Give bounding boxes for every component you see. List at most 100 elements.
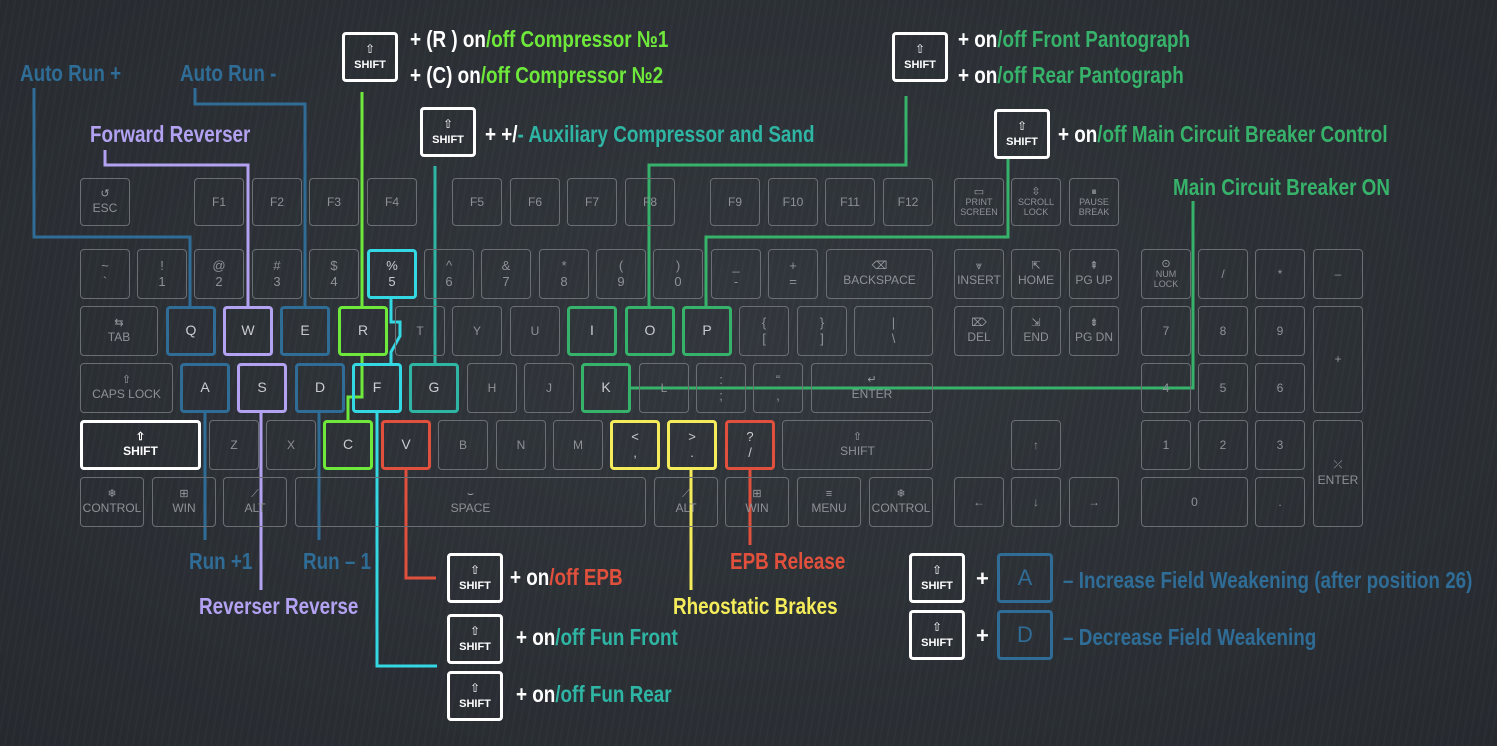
key-u[interactable]: U bbox=[510, 306, 560, 356]
key-menu[interactable]: ≡MENU bbox=[797, 477, 861, 527]
key-i[interactable]: I bbox=[567, 306, 617, 356]
key-rctrl[interactable]: ❄CONTROL bbox=[869, 477, 933, 527]
key-f7[interactable]: F7 bbox=[567, 178, 617, 226]
key-kpmul[interactable]: * bbox=[1255, 249, 1305, 299]
key-kp2[interactable]: 2 bbox=[1198, 420, 1248, 470]
key-f8[interactable]: F8 bbox=[625, 178, 675, 226]
key-kp6[interactable]: 6 bbox=[1255, 363, 1305, 413]
key-kpplus[interactable]: + bbox=[1313, 306, 1363, 413]
key-f5[interactable]: F5 bbox=[452, 178, 502, 226]
key-rbracket[interactable]: }] bbox=[797, 306, 847, 356]
key-tilde[interactable]: ~` bbox=[80, 249, 130, 299]
key-kpdot[interactable]: . bbox=[1255, 477, 1305, 527]
key-up[interactable]: ↑ bbox=[1011, 420, 1061, 470]
key-backspace[interactable]: ⌫BACKSPACE bbox=[826, 249, 933, 299]
key-pgup[interactable]: ⇞PG UP bbox=[1069, 249, 1119, 299]
key-r[interactable]: R bbox=[338, 306, 388, 356]
key-p[interactable]: P bbox=[682, 306, 732, 356]
key-f4[interactable]: F4 bbox=[367, 178, 417, 226]
key-e[interactable]: E bbox=[280, 306, 330, 356]
key-n0[interactable]: )0 bbox=[653, 249, 703, 299]
key-n2[interactable]: @2 bbox=[194, 249, 244, 299]
key-right[interactable]: → bbox=[1069, 477, 1119, 527]
key-n9[interactable]: (9 bbox=[596, 249, 646, 299]
key-y[interactable]: Y bbox=[452, 306, 502, 356]
key-left[interactable]: ← bbox=[954, 477, 1004, 527]
key-n7[interactable]: &7 bbox=[481, 249, 531, 299]
key-f1[interactable]: F1 bbox=[194, 178, 244, 226]
key-l[interactable]: L bbox=[639, 363, 689, 413]
key-home[interactable]: ⇱HOME bbox=[1011, 249, 1061, 299]
key-f[interactable]: F bbox=[352, 363, 402, 413]
key-insert[interactable]: ⩔INSERT bbox=[954, 249, 1004, 299]
key-s[interactable]: S bbox=[237, 363, 287, 413]
key-z[interactable]: Z bbox=[209, 420, 259, 470]
key-tab[interactable]: ⇆TAB bbox=[80, 306, 158, 356]
key-n6[interactable]: ^6 bbox=[424, 249, 474, 299]
key-n3[interactable]: #3 bbox=[252, 249, 302, 299]
key-esc[interactable]: ↺ESC bbox=[80, 178, 130, 226]
key-m[interactable]: M bbox=[553, 420, 603, 470]
key-kp3[interactable]: 3 bbox=[1255, 420, 1305, 470]
key-kpenter[interactable]: ⤫ENTER bbox=[1313, 420, 1363, 527]
key-enter[interactable]: ↵ENTER bbox=[811, 363, 933, 413]
key-f2[interactable]: F2 bbox=[252, 178, 302, 226]
key-pgdn[interactable]: ⇟PG DN bbox=[1069, 306, 1119, 356]
key-x[interactable]: X bbox=[266, 420, 316, 470]
key-semicolon[interactable]: :; bbox=[696, 363, 746, 413]
key-period[interactable]: >. bbox=[667, 420, 717, 470]
key-lctrl[interactable]: ❄CONTROL bbox=[80, 477, 144, 527]
key-w[interactable]: W bbox=[223, 306, 273, 356]
key-kpdiv[interactable]: / bbox=[1198, 249, 1248, 299]
key-f11[interactable]: F11 bbox=[825, 178, 875, 226]
key-h[interactable]: H bbox=[467, 363, 517, 413]
key-j[interactable]: J bbox=[524, 363, 574, 413]
key-ralt[interactable]: ⟋ALT bbox=[654, 477, 718, 527]
key-n5[interactable]: %5 bbox=[367, 249, 417, 299]
key-lwin[interactable]: ⊞WIN bbox=[152, 477, 216, 527]
key-g[interactable]: G bbox=[409, 363, 459, 413]
key-slash[interactable]: ?/ bbox=[725, 420, 775, 470]
key-space[interactable]: ⌣SPACE bbox=[295, 477, 646, 527]
key-down[interactable]: ↓ bbox=[1011, 477, 1061, 527]
key-kp9[interactable]: 9 bbox=[1255, 306, 1305, 356]
key-n[interactable]: N bbox=[496, 420, 546, 470]
key-k[interactable]: K bbox=[581, 363, 631, 413]
key-end[interactable]: ⇲END bbox=[1011, 306, 1061, 356]
key-n1[interactable]: !1 bbox=[137, 249, 187, 299]
key-capslock[interactable]: ⇧CAPS LOCK bbox=[80, 363, 173, 413]
key-minus[interactable]: _- bbox=[711, 249, 761, 299]
key-backslash[interactable]: |\ bbox=[854, 306, 933, 356]
key-lbracket[interactable]: {[ bbox=[739, 306, 789, 356]
key-kp0[interactable]: 0 bbox=[1141, 477, 1248, 527]
key-n8[interactable]: *8 bbox=[539, 249, 589, 299]
key-kp8[interactable]: 8 bbox=[1198, 306, 1248, 356]
key-n4[interactable]: $4 bbox=[309, 249, 359, 299]
key-comma[interactable]: <, bbox=[610, 420, 660, 470]
key-equals[interactable]: += bbox=[768, 249, 818, 299]
key-f6[interactable]: F6 bbox=[510, 178, 560, 226]
key-d[interactable]: D bbox=[295, 363, 345, 413]
key-v[interactable]: V bbox=[381, 420, 431, 470]
key-lshift[interactable]: ⇧SHIFT bbox=[80, 420, 201, 470]
key-o[interactable]: O bbox=[625, 306, 675, 356]
key-f10[interactable]: F10 bbox=[768, 178, 818, 226]
key-f9[interactable]: F9 bbox=[710, 178, 760, 226]
key-t[interactable]: T bbox=[395, 306, 445, 356]
key-lalt[interactable]: ⟋ALT bbox=[223, 477, 287, 527]
key-a[interactable]: A bbox=[180, 363, 230, 413]
key-rwin[interactable]: ⊞WIN bbox=[725, 477, 789, 527]
key-c[interactable]: C bbox=[323, 420, 373, 470]
key-b[interactable]: B bbox=[438, 420, 488, 470]
key-f3[interactable]: F3 bbox=[309, 178, 359, 226]
key-kp1[interactable]: 1 bbox=[1141, 420, 1191, 470]
key-del[interactable]: ⌦DEL bbox=[954, 306, 1004, 356]
key-f12[interactable]: F12 bbox=[883, 178, 933, 226]
key-q[interactable]: Q bbox=[166, 306, 216, 356]
key-kp4[interactable]: 4 bbox=[1141, 363, 1191, 413]
key-kp7[interactable]: 7 bbox=[1141, 306, 1191, 356]
